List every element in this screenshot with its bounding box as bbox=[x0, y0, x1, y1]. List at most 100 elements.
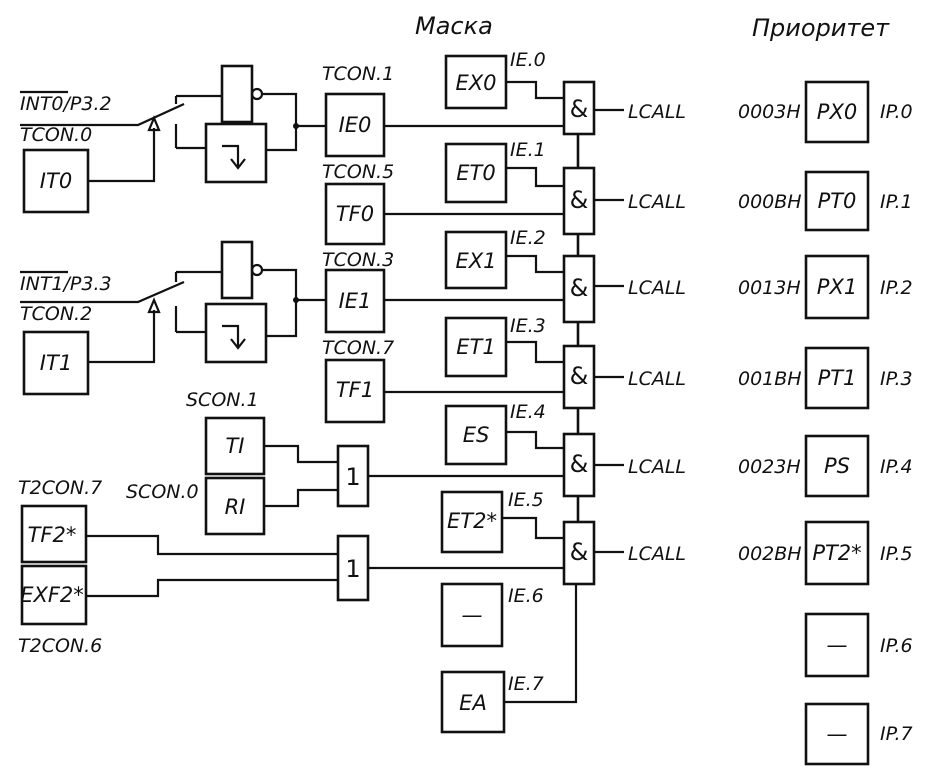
int0-edge-detector bbox=[204, 122, 268, 184]
mask-box-et2 bbox=[440, 490, 504, 554]
priority-box-pt1 bbox=[804, 346, 870, 410]
flag-name-ie1: IE1 bbox=[339, 289, 372, 313]
lcall-label: LCALL bbox=[628, 456, 686, 478]
mask-reg: IE.5 bbox=[508, 489, 544, 511]
priority-name: — bbox=[827, 722, 848, 746]
it1-label: IT1 bbox=[40, 351, 72, 375]
flag-reg-label: TCON.1 bbox=[322, 63, 394, 85]
int0-inverter-out bbox=[262, 92, 298, 124]
mask-reg: IE.2 bbox=[510, 227, 546, 249]
int0-inverter bbox=[220, 64, 254, 124]
ex1-to-and2 bbox=[506, 254, 564, 274]
lcall-label: LCALL bbox=[628, 101, 686, 123]
mask-header: Маска bbox=[415, 12, 493, 40]
mask-name: EX0 bbox=[455, 71, 496, 95]
and-gate-3 bbox=[562, 344, 596, 410]
it0-label: IT0 bbox=[40, 169, 72, 193]
ea-global-enable-line bbox=[504, 584, 578, 704]
mask-box-es bbox=[444, 404, 508, 466]
int1-switch bbox=[20, 280, 185, 304]
mask-name: — bbox=[462, 603, 483, 627]
mask-name: ET1 bbox=[456, 335, 495, 359]
priority-box-pt2 bbox=[804, 520, 870, 586]
ri-to-or bbox=[264, 488, 338, 508]
t2con6-label: T2CON.6 bbox=[18, 635, 102, 657]
vector-address: 0003H bbox=[738, 101, 801, 123]
mask-box-et1 bbox=[444, 316, 508, 378]
priority-name: PT0 bbox=[818, 189, 857, 213]
and-symbol: & bbox=[570, 362, 589, 390]
flag-box-ie1 bbox=[324, 268, 386, 334]
priority-name: PT2* bbox=[812, 541, 861, 565]
lcall-label: LCALL bbox=[628, 368, 686, 390]
lcall-label: LCALL bbox=[628, 277, 686, 299]
vector-address: 0013H bbox=[738, 277, 801, 299]
flag-name-tf1: TF1 bbox=[336, 378, 374, 402]
priority-reg: IP.7 bbox=[880, 723, 913, 745]
and-gate-2 bbox=[562, 254, 596, 324]
int1-edge-detector bbox=[204, 302, 268, 364]
mask-reg: IE.1 bbox=[510, 139, 546, 161]
priority-reg: IP.2 bbox=[880, 277, 913, 299]
and-symbol: & bbox=[570, 538, 589, 566]
int0-switch bbox=[20, 102, 185, 127]
int0-pin-label: INT0/P3.2 bbox=[20, 93, 112, 115]
priority-name: PX1 bbox=[817, 275, 857, 299]
tcon2-label: TCON.2 bbox=[20, 303, 92, 325]
priority-name: PT1 bbox=[818, 366, 857, 390]
tf2-to-or bbox=[86, 534, 338, 556]
mask-name: EA bbox=[459, 691, 487, 715]
flag-box-tf0 bbox=[324, 182, 386, 246]
priority-reg: IP.4 bbox=[880, 456, 913, 478]
et0-to-and1 bbox=[506, 166, 564, 188]
and-gate-0 bbox=[562, 80, 596, 136]
int1-pin-label: INT1/P3.3 bbox=[20, 273, 112, 295]
and-gate-4 bbox=[562, 432, 596, 498]
lcall-label: LCALL bbox=[628, 543, 686, 565]
timer2-or-symbol: 1 bbox=[345, 555, 360, 583]
et1-to-and3 bbox=[506, 340, 564, 364]
priority-reg: IP.1 bbox=[880, 191, 913, 213]
int1-inverter-out bbox=[262, 268, 298, 300]
tcon-flags: TCON.1 IE0 TCON.5 TF0 TCON.3 IE1 TCON.7 … bbox=[322, 63, 564, 424]
falling-edge-icon bbox=[222, 144, 246, 170]
priority-reg: IP.6 bbox=[880, 635, 913, 657]
vector-address: 001BH bbox=[738, 368, 802, 390]
tf2-box bbox=[20, 504, 88, 564]
mask-box-et0 bbox=[444, 142, 508, 204]
priority-box-px1 bbox=[804, 254, 870, 320]
priority-reg: IP.0 bbox=[880, 101, 913, 123]
mask-bits: EX0 IE.0 ET0 IE.1 EX1 IE.2 ET1 IE.3 ES I… bbox=[440, 49, 578, 734]
it0-control-line bbox=[88, 128, 156, 183]
ti-to-or bbox=[264, 444, 338, 464]
priority-box-reserved bbox=[804, 612, 870, 678]
mask-reg: IE.7 bbox=[508, 673, 544, 695]
and-gates: & & & & & & LCALL LCALL LCALL LCALL LCAL… bbox=[562, 80, 686, 586]
priority-box-reserved bbox=[804, 702, 870, 766]
timer2-section: T2CON.7 TF2* EXF2* T2CON.6 1 bbox=[18, 477, 564, 657]
flag-name-tf0: TF0 bbox=[336, 202, 374, 226]
scon0-label: SCON.0 bbox=[126, 481, 199, 503]
priority-name: PX0 bbox=[817, 100, 857, 124]
ti-label: TI bbox=[225, 434, 244, 458]
serial-or-symbol: 1 bbox=[345, 463, 360, 491]
es-to-and4 bbox=[506, 430, 564, 450]
serial-or-gate bbox=[336, 444, 370, 508]
mask-box-ea bbox=[440, 670, 506, 734]
and-symbol: & bbox=[570, 274, 589, 302]
mask-reg: IE.4 bbox=[510, 401, 546, 423]
mask-reg: IE.0 bbox=[510, 49, 546, 71]
ex0-to-and0 bbox=[506, 80, 564, 100]
mask-reg: IE.3 bbox=[510, 315, 546, 337]
and-symbol: & bbox=[570, 450, 589, 478]
it1-box bbox=[22, 330, 90, 396]
vector-address: 000BH bbox=[738, 191, 802, 213]
mask-box-reserved bbox=[440, 582, 504, 648]
it0-control-arrow bbox=[147, 115, 161, 132]
vector-address: 0023H bbox=[738, 456, 801, 478]
priority-name: PS bbox=[824, 454, 850, 478]
int1-section: INT1/P3.3 TCON.2 IT1 bbox=[20, 240, 326, 396]
exf2-label: EXF2* bbox=[20, 583, 84, 607]
mask-name: ET2* bbox=[447, 509, 497, 533]
